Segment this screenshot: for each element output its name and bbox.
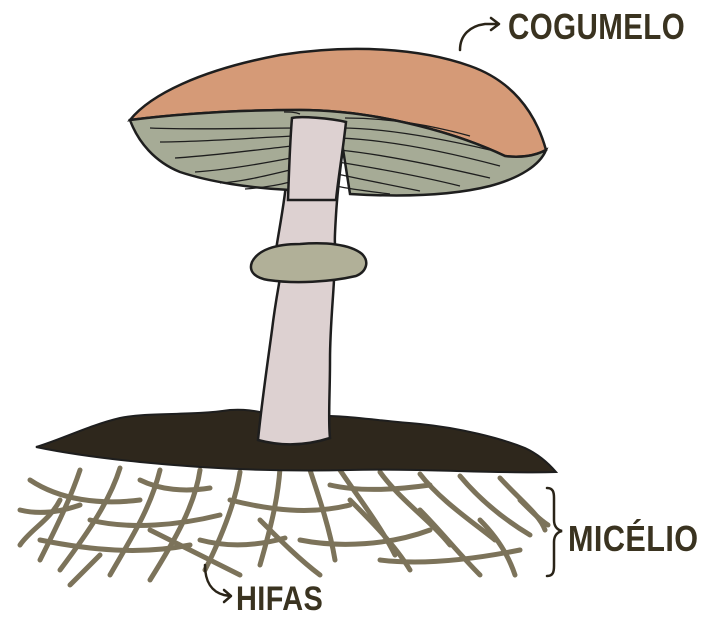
hypha-strand [260,468,280,565]
hypha-strand [30,480,140,502]
label-hifas: HIFAS [236,580,323,619]
micelio-brace [547,488,562,576]
hypha-strand [480,520,515,575]
hyphae-network [20,468,548,585]
hypha-strand [460,476,530,535]
hypha-strand [300,530,430,544]
label-cogumelo: COGUMELO [508,6,685,48]
hypha-strand [330,485,430,490]
hypha-strand [150,530,240,575]
hypha-strand [90,515,220,525]
hypha-strand [230,500,350,510]
hypha-strand [260,520,320,575]
stem-top [288,117,346,200]
label-micelio: MICÉLIO [568,518,698,560]
hypha-strand [520,500,548,525]
mushroom-ring [251,243,366,282]
mushroom-stem [258,278,334,444]
hypha-strand [200,538,285,545]
cogumelo-arrow [460,18,499,50]
hypha-strand [70,555,100,585]
hypha-strand [20,505,80,512]
hypha-strand [40,540,190,550]
gill-line [150,128,296,129]
